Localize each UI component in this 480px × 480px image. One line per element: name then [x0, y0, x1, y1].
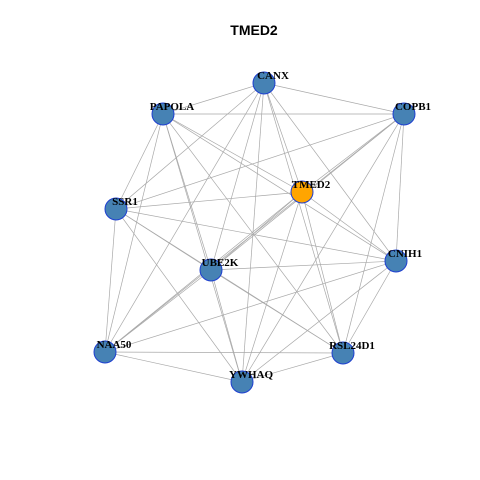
node-ube2k — [199, 258, 223, 282]
edge-copb1-rsl24d1 — [342, 113, 405, 354]
edge-ube2k-rsl24d1 — [210, 269, 344, 354]
edge-tmed2-ywhaq — [241, 191, 303, 383]
edge-canx-tmed2 — [263, 82, 303, 193]
node-label-copb1: COPB1 — [395, 101, 431, 113]
node-label-naa50: NAA50 — [97, 339, 132, 351]
edge-cnih1-rsl24d1 — [342, 260, 397, 354]
edge-papola-tmed2 — [162, 113, 303, 193]
node-label-tmed2: TMED2 — [292, 179, 331, 191]
node-label-ywhaq: YWHAQ — [229, 369, 273, 381]
edge-canx-ssr1 — [115, 82, 265, 210]
edge-ssr1-ywhaq — [115, 208, 243, 383]
edge-canx-ube2k — [210, 82, 265, 271]
edge-ssr1-cnih1 — [115, 208, 397, 262]
edge-layer — [104, 82, 405, 383]
edge-tmed2-cnih1 — [301, 191, 397, 262]
node-label-rsl24d1: RSL24D1 — [329, 340, 375, 352]
edge-copb1-ssr1 — [115, 113, 405, 210]
edge-ube2k-cnih1 — [210, 260, 397, 271]
node-tmed2 — [290, 180, 314, 204]
edge-ube2k-ywhaq — [210, 269, 243, 383]
edge-tmed2-rsl24d1 — [301, 191, 344, 354]
edge-papola-rsl24d1 — [162, 113, 344, 354]
node-ssr1 — [104, 197, 128, 221]
graph-title: TMED2 — [230, 22, 278, 38]
edge-tmed2-ube2k — [210, 191, 303, 271]
edge-papola-naa50 — [104, 113, 164, 353]
edge-ywhaq-rsl24d1 — [241, 352, 344, 383]
edge-papola-ywhaq — [162, 113, 243, 383]
node-rsl24d1 — [331, 341, 355, 365]
edge-naa50-ywhaq — [104, 351, 243, 383]
edge-ssr1-naa50 — [104, 208, 117, 353]
edge-papola-ssr1 — [115, 113, 164, 210]
node-papola — [151, 102, 175, 126]
node-label-ube2k: UBE2K — [202, 257, 239, 269]
node-cnih1 — [384, 249, 408, 273]
node-layer — [93, 71, 416, 394]
node-label-papola: PAPOLA — [150, 101, 194, 113]
node-copb1 — [392, 102, 416, 126]
edge-copb1-ywhaq — [241, 113, 405, 383]
edge-canx-rsl24d1 — [263, 82, 344, 354]
edge-canx-papola — [162, 82, 265, 115]
edge-canx-copb1 — [263, 82, 405, 115]
edge-cnih1-ywhaq — [241, 260, 397, 383]
edge-naa50-rsl24d1 — [104, 351, 344, 354]
edge-canx-cnih1 — [263, 82, 397, 262]
node-label-ssr1: SSR1 — [112, 196, 138, 208]
edge-copb1-tmed2 — [301, 113, 405, 193]
node-label-cnih1: CNIH1 — [388, 248, 422, 260]
edge-canx-naa50 — [104, 82, 265, 353]
node-canx — [252, 71, 276, 95]
edge-copb1-cnih1 — [395, 113, 405, 262]
edge-canx-ywhaq — [241, 82, 265, 383]
node-label-canx: CANX — [257, 70, 289, 82]
edge-tmed2-ssr1 — [115, 191, 303, 210]
edge-cnih1-naa50 — [104, 260, 397, 353]
node-naa50 — [93, 340, 117, 364]
edge-ube2k-naa50 — [104, 269, 212, 353]
node-ywhaq — [230, 370, 254, 394]
edge-papola-cnih1 — [162, 113, 397, 262]
